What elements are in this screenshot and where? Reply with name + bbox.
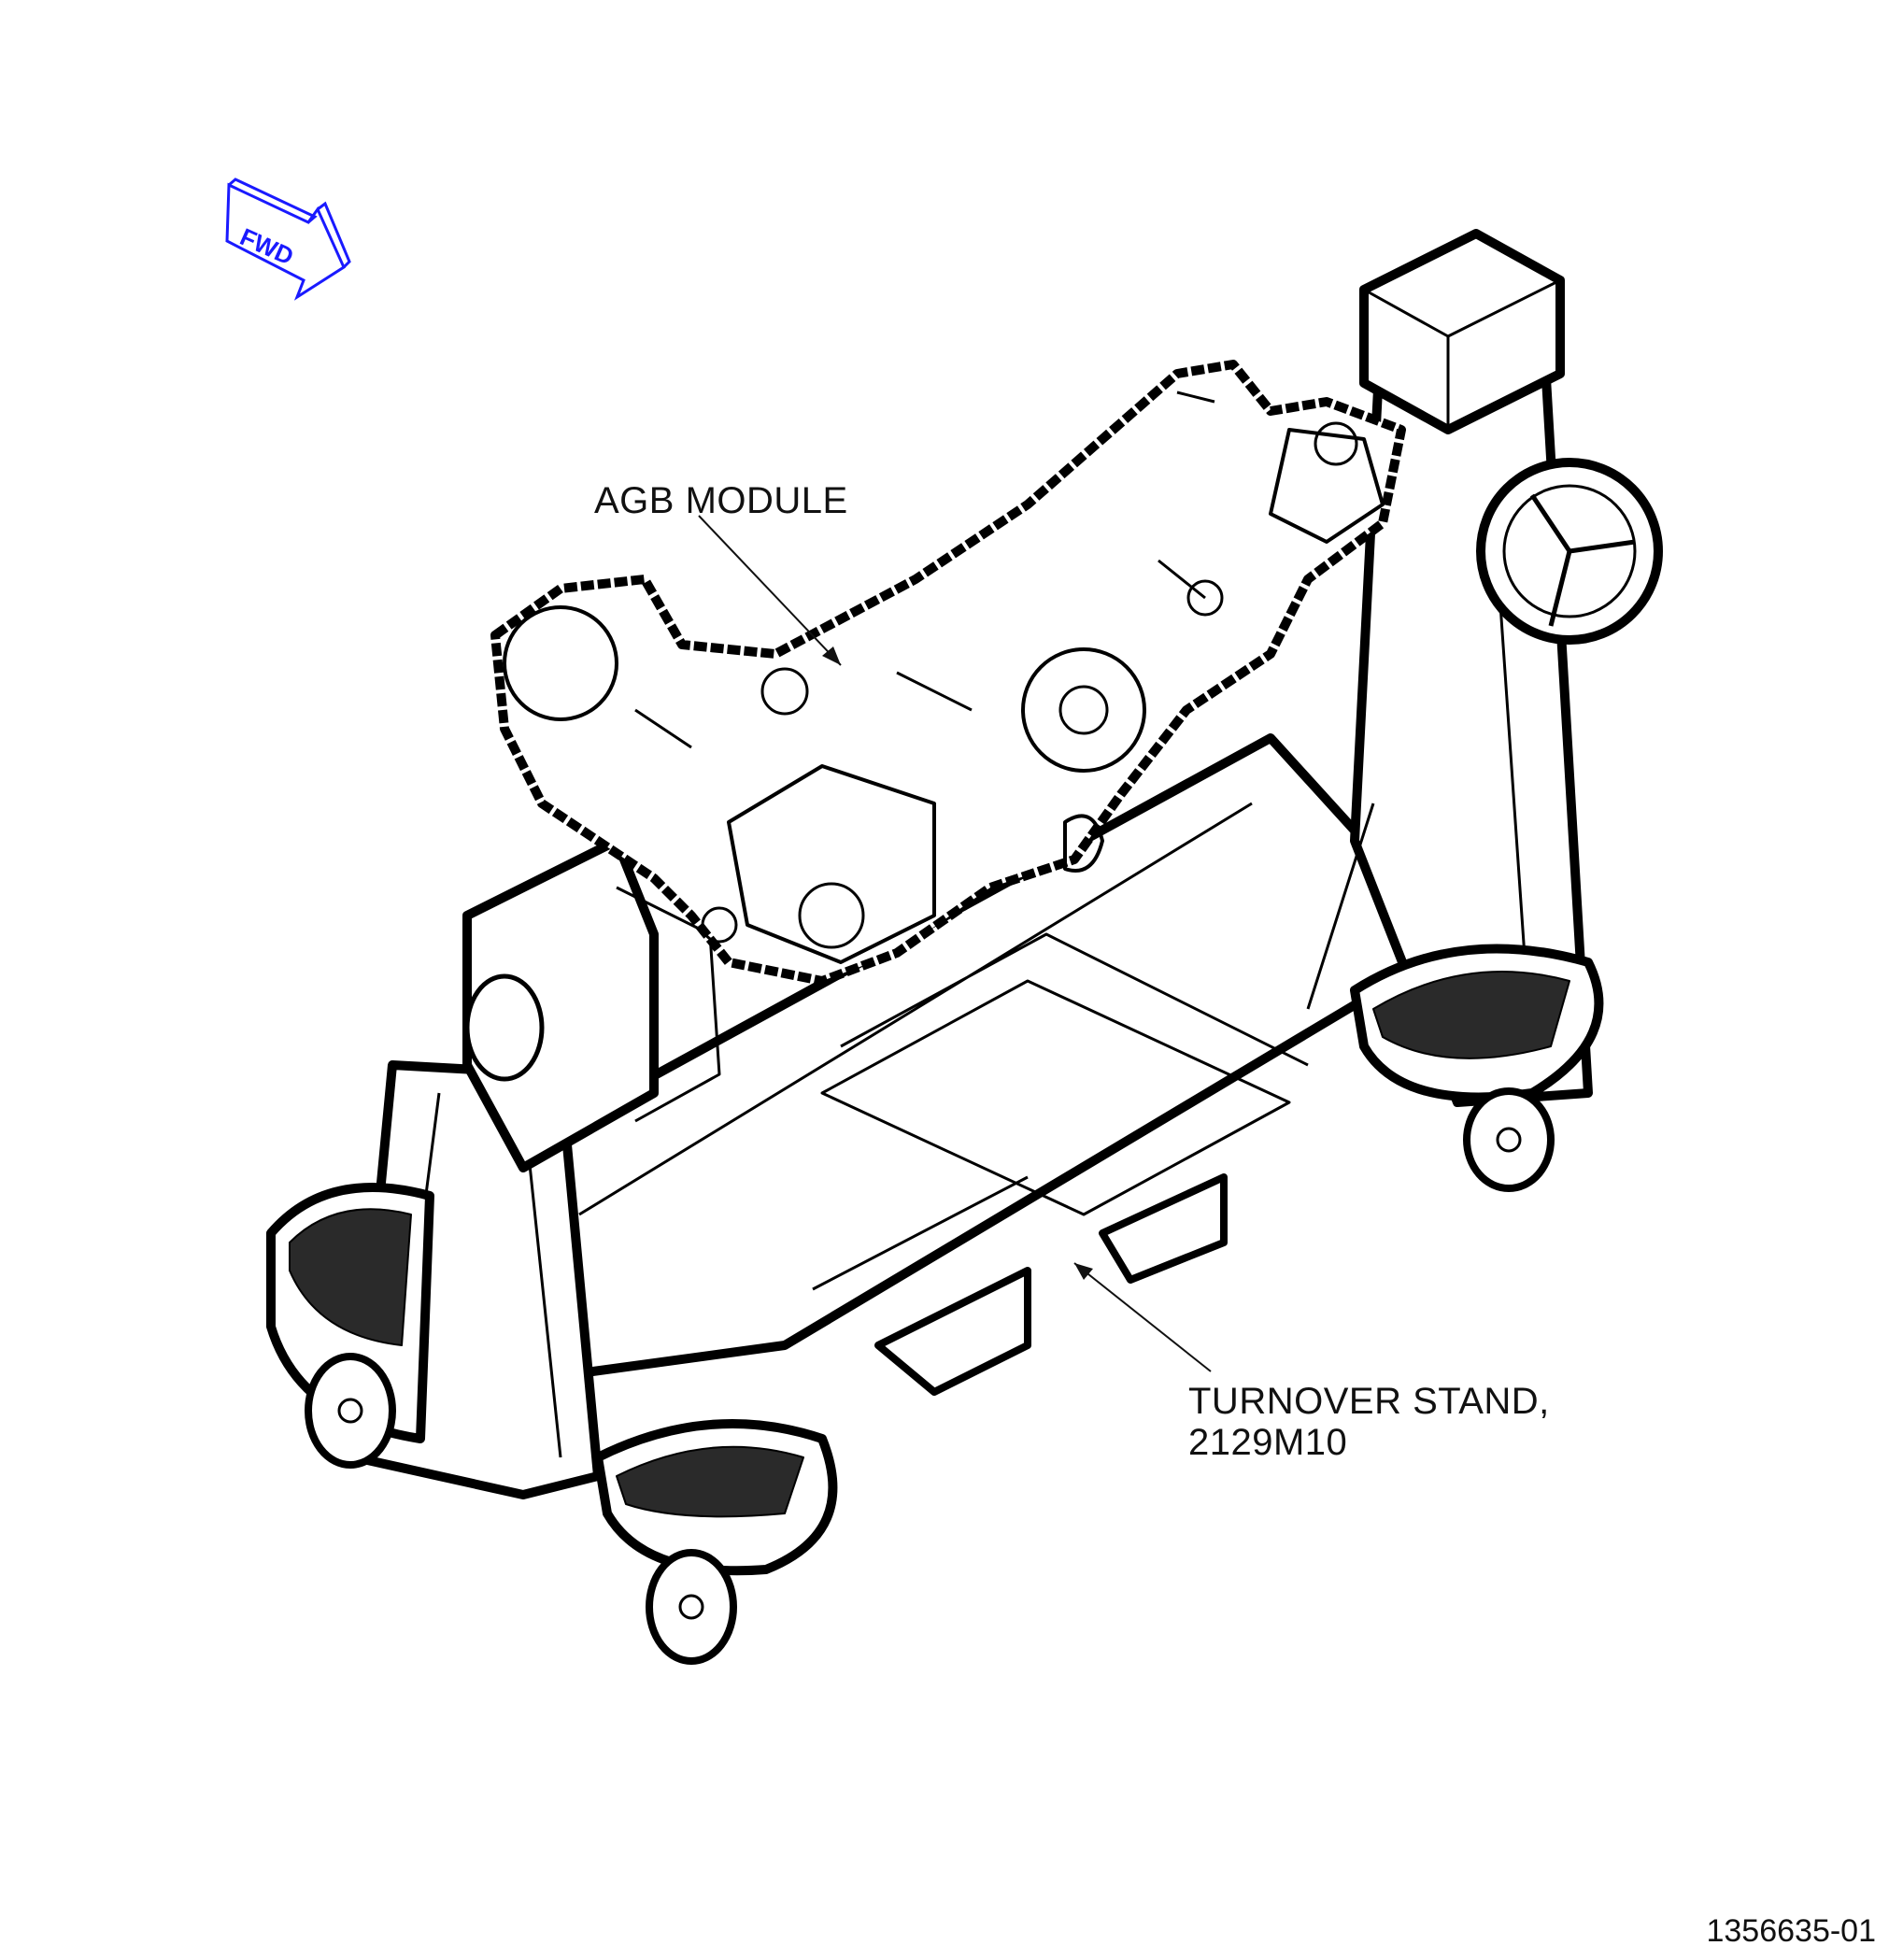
caster-wheel-icon <box>646 1549 737 1665</box>
stand-leader-line <box>1073 1262 1212 1372</box>
leader-arrowheads <box>822 646 1093 1280</box>
arrowhead-icon <box>822 646 841 665</box>
leader-lines <box>698 515 1212 1372</box>
figure-id: 1356635-01 <box>1706 1913 1876 1949</box>
agb-module-label: AGB MODULE <box>594 480 848 521</box>
turnover-stand-label-line2: 2129M10 <box>1188 1422 1348 1463</box>
turnover-stand-label: TURNOVER STAND, 2129M10 <box>1188 1381 1550 1463</box>
caster-wheel-icon <box>305 1353 396 1469</box>
caster-wheel-icon <box>1463 1087 1555 1192</box>
agb-leader-line <box>698 515 842 666</box>
arrowhead-icon <box>1074 1263 1093 1280</box>
agb-module <box>490 360 1406 986</box>
turnover-stand <box>266 229 1663 1665</box>
turnover-stand-label-line1: TURNOVER STAND, <box>1188 1381 1550 1422</box>
fwd-arrow-icon: FWD <box>225 178 351 301</box>
